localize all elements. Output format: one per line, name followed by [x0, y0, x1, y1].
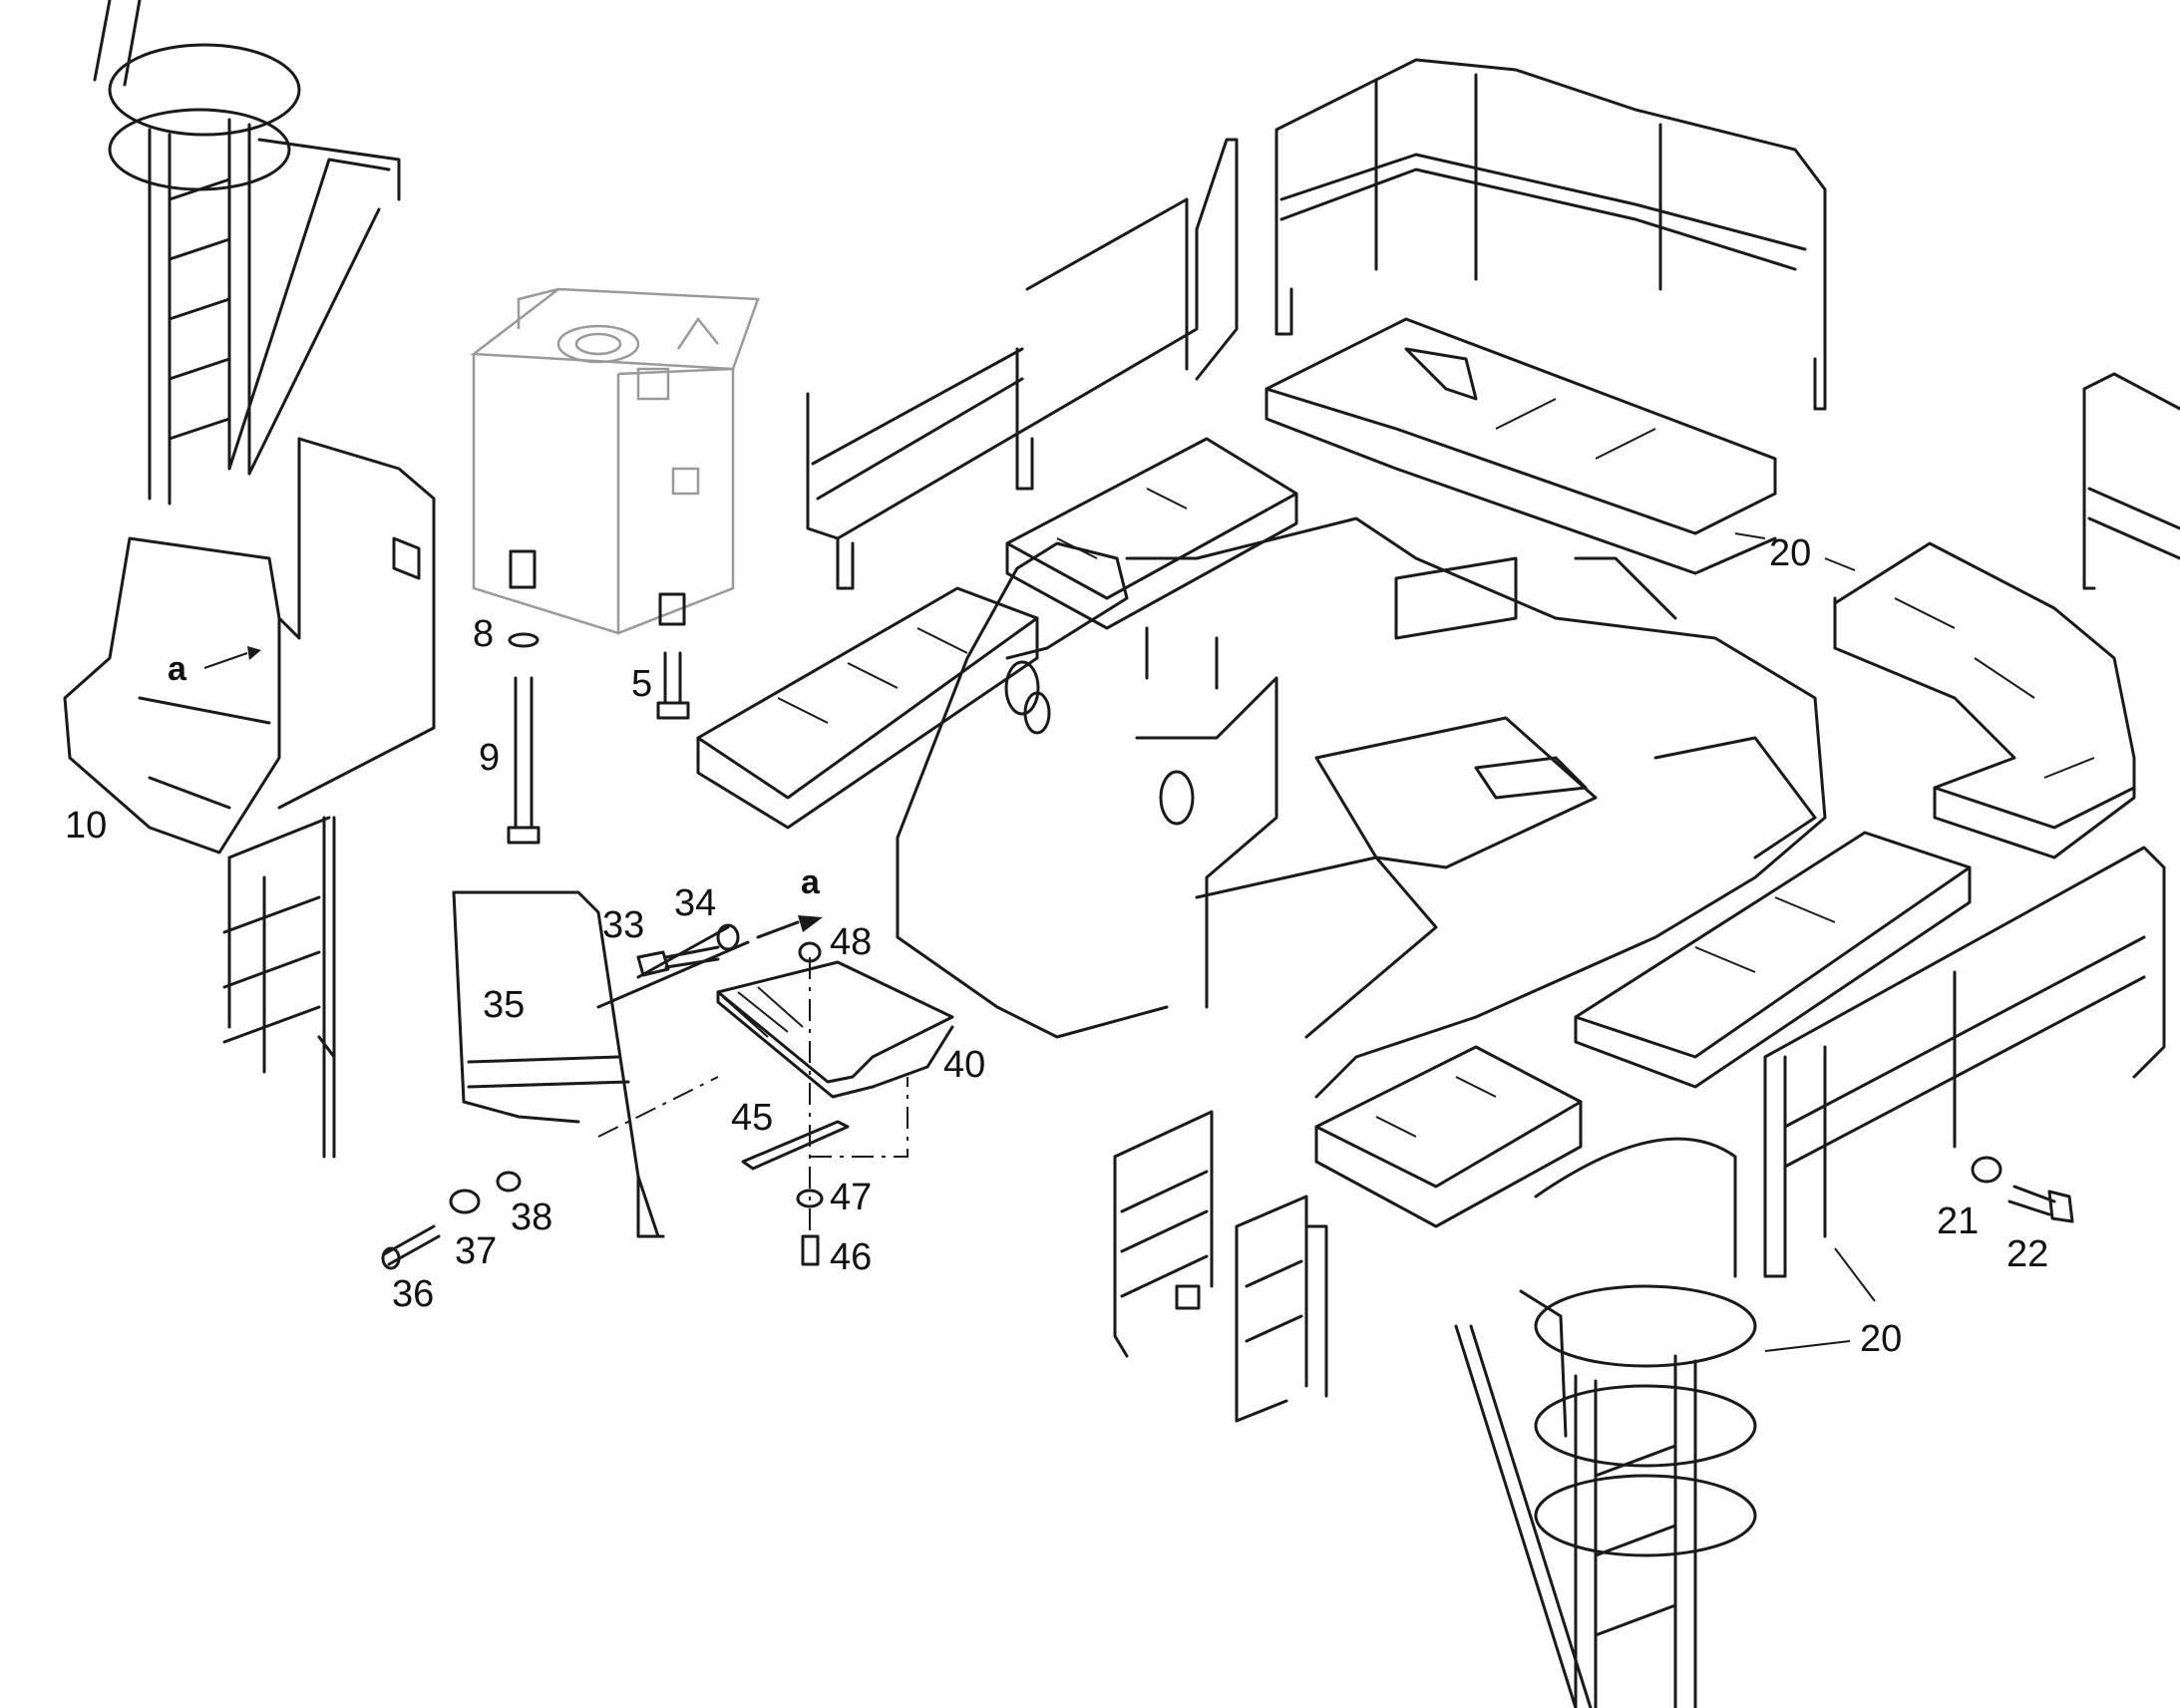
cab-seat-panel-10 — [63, 437, 436, 854]
callout-22: 22 — [2006, 1233, 2048, 1275]
callout-8: 8 — [473, 613, 494, 655]
callout-35: 35 — [483, 984, 525, 1026]
step-frame-35 — [452, 890, 750, 1238]
caged-ladder-lower-right — [1454, 1137, 1757, 1708]
callout-33: 33 — [602, 904, 644, 946]
callout-47: 47 — [830, 1177, 872, 1218]
bolt-21-22 — [1971, 1156, 2074, 1223]
main-frame — [896, 516, 1827, 1099]
railing-lower-right — [1763, 846, 2166, 1278]
bolt-33-washer-34 — [636, 915, 823, 977]
callout-37: 37 — [455, 1230, 497, 1272]
small-ladder-lower-1 — [1113, 1110, 1214, 1358]
callout-45: 45 — [731, 1097, 773, 1139]
railing-top-right — [1274, 58, 1827, 411]
callout-48: 48 — [830, 921, 872, 963]
leader-20-upper — [1734, 532, 1856, 571]
hydraulic-tank-ghost — [470, 287, 760, 635]
callout-5: 5 — [631, 663, 652, 705]
reference-a-bracket: a — [801, 863, 821, 901]
reference-arrowhead-a-seat — [247, 646, 261, 660]
callout-34: 34 — [674, 882, 716, 924]
caged-ladder-top-left — [93, 0, 401, 506]
platform-top-right — [1265, 317, 1777, 575]
callout-10: 10 — [65, 805, 107, 847]
callout-38: 38 — [511, 1196, 552, 1238]
callout-46: 46 — [830, 1236, 872, 1278]
callout-9: 9 — [479, 737, 500, 779]
reference-a-seat: a — [168, 650, 187, 688]
tray-40 — [716, 960, 954, 1099]
callout-40: 40 — [943, 1044, 985, 1086]
leader-20-lower — [1764, 1247, 1876, 1352]
callout-20-lower: 20 — [1860, 1318, 1902, 1360]
callout-20-upper: 20 — [1769, 532, 1811, 574]
reference-arrow-a-seat — [203, 652, 248, 669]
platform-lower-center — [1314, 1045, 1583, 1228]
platform-left-1 — [696, 586, 1039, 830]
callout-21: 21 — [1937, 1200, 1979, 1242]
bolt-36-washer-37-nut-38 — [381, 1171, 522, 1270]
small-ladder-lower-2 — [1235, 1195, 1328, 1423]
bolts-5-8-9 — [507, 549, 690, 845]
callout-36: 36 — [392, 1273, 434, 1315]
railing-top-center — [806, 138, 1239, 590]
platform-left-2 — [1005, 437, 1298, 630]
small-ladder-left — [222, 816, 336, 1159]
strip-45-bolts-46-48 — [597, 941, 908, 1266]
platform-lower-right — [1574, 831, 1972, 1089]
platform-right — [1833, 541, 2136, 859]
railing-right-edge — [2082, 372, 2180, 590]
